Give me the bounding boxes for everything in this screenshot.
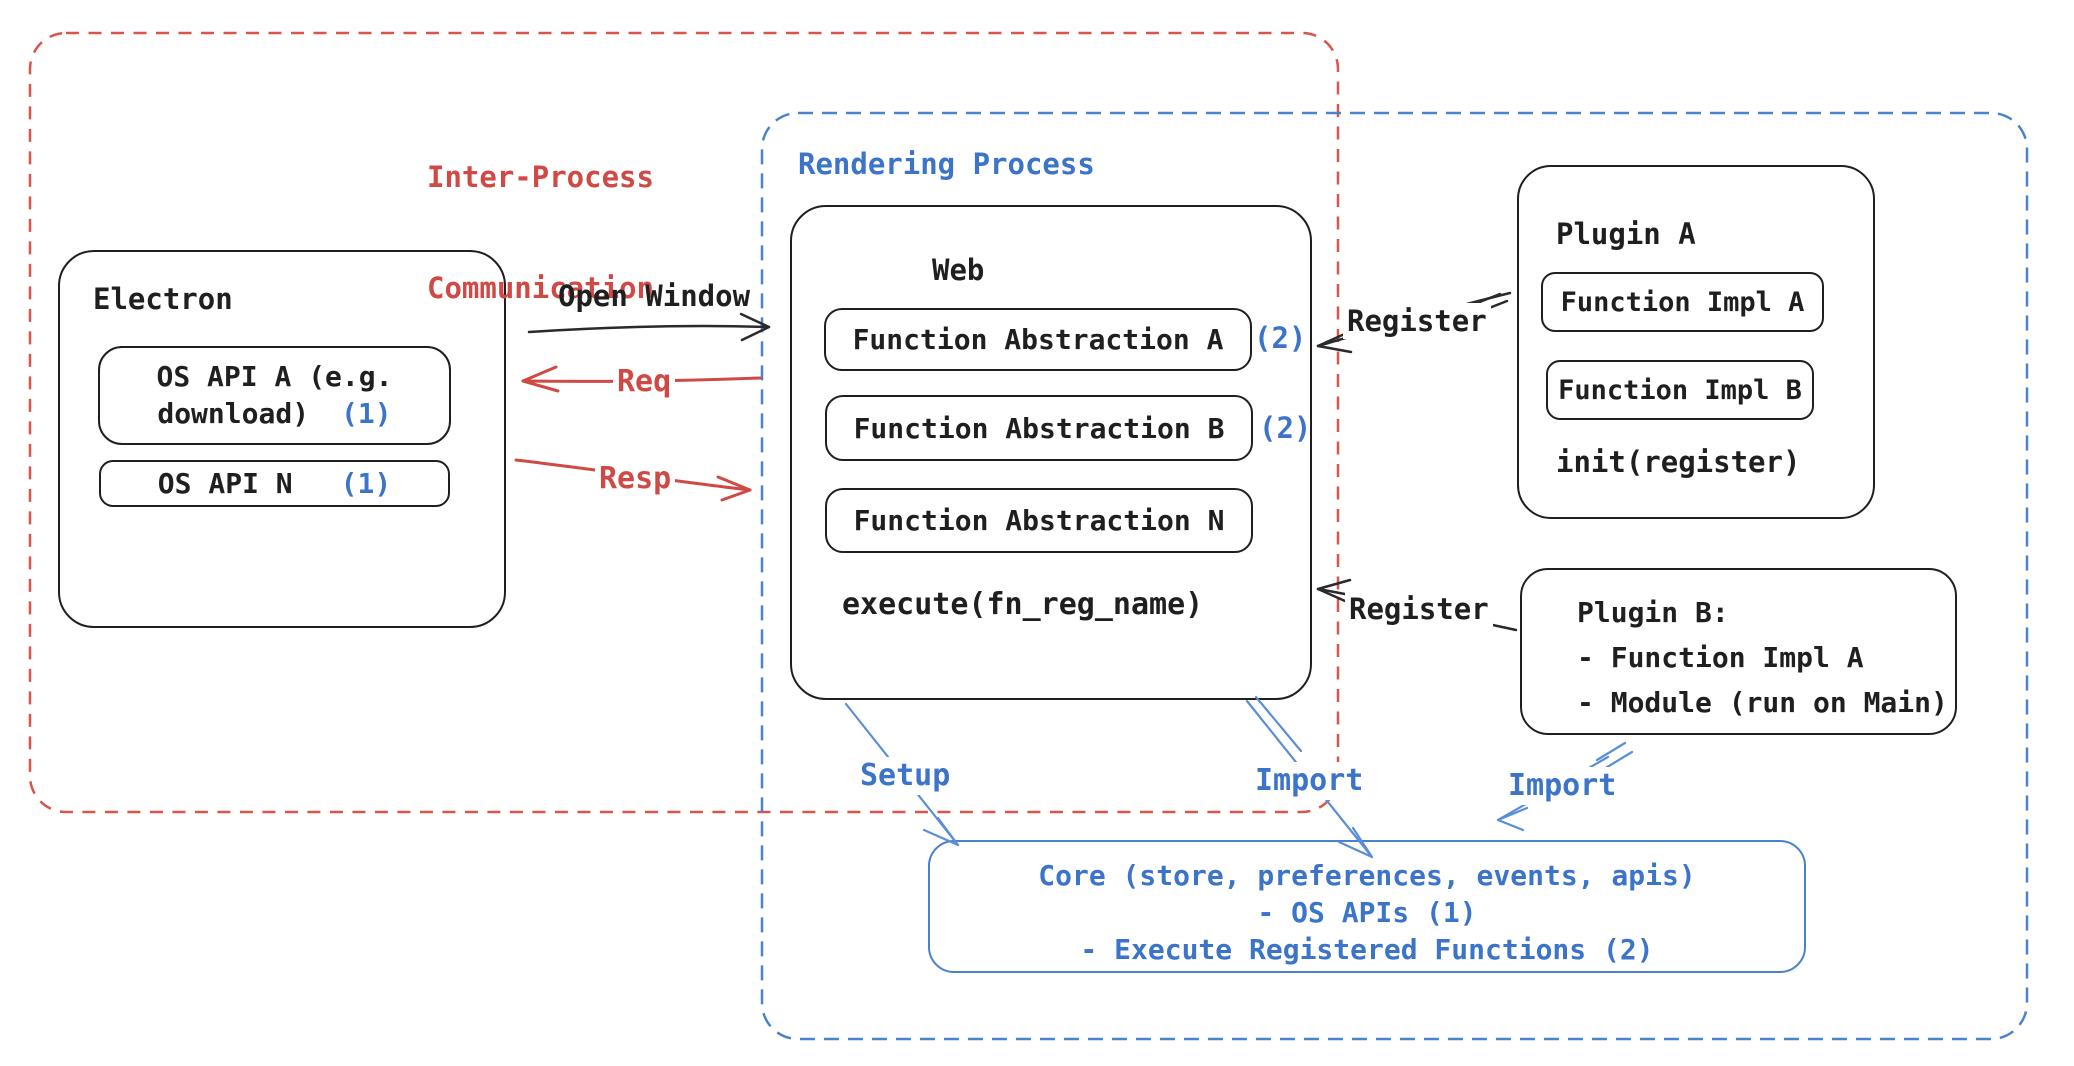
plugin-a-box: Plugin A Function Impl A Function Impl B…	[1517, 165, 1875, 519]
core-line-2: - OS APIs (1)	[1257, 896, 1477, 929]
req-label: Req	[613, 363, 676, 401]
web-title: Web	[932, 253, 985, 287]
function-impl-a-box: Function Impl A	[1541, 272, 1824, 332]
function-abstraction-b-marker: (2)	[1259, 411, 1312, 445]
open-window-arrowhead	[739, 312, 771, 342]
electron-title: Electron	[93, 282, 233, 316]
resp-arrowhead	[716, 475, 752, 502]
register-plugin-b-label: Register	[1345, 591, 1493, 628]
function-abstraction-n-box: Function Abstraction N	[825, 488, 1253, 553]
core-box: Core (store, preferences, events, apis) …	[928, 840, 1806, 973]
plugin-a-title: Plugin A	[1556, 217, 1696, 251]
os-api-n-label: OS API N	[157, 467, 293, 500]
plugin-b-item-module: - Module (run on Main)	[1577, 686, 1948, 719]
function-impl-b-box: Function Impl B	[1546, 360, 1814, 420]
resp-label: Resp	[595, 460, 676, 498]
os-api-a-line2: download)(1)	[157, 396, 392, 430]
execute-call-label: execute(fn_reg_name)	[842, 587, 1204, 622]
core-line-1: Core (store, preferences, events, apis)	[1038, 859, 1696, 892]
os-api-n-marker: (1)	[340, 467, 392, 500]
import-plugin-b-tail-ticks	[1595, 741, 1634, 771]
register-plugin-a-label: Register	[1343, 303, 1491, 340]
open-window-label: Open Window	[558, 279, 751, 313]
function-abstraction-a-box: Function Abstraction A	[824, 308, 1252, 371]
import-plugin-b-arrowhead	[1496, 806, 1529, 832]
ipc-label-line1: Inter-Process	[427, 160, 654, 194]
setup-label: Setup	[856, 757, 955, 795]
plugin-b-box: Plugin B: - Function Impl A - Module (ru…	[1520, 568, 1957, 735]
function-abstraction-b-box: Function Abstraction B	[825, 395, 1253, 461]
core-line-3: - Execute Registered Functions (2)	[1080, 933, 1654, 966]
os-api-a-marker: (1)	[341, 396, 392, 430]
plugin-a-init-label: init(register)	[1556, 445, 1801, 479]
function-abstraction-a-marker: (2)	[1254, 321, 1307, 355]
plugin-b-title: Plugin B:	[1577, 596, 1729, 629]
import-web-label: Import	[1251, 762, 1368, 800]
import-web-arrow-overdraw	[1254, 695, 1303, 753]
plugin-b-item-function-impl-a: - Function Impl A	[1577, 641, 1864, 674]
os-api-a-box: OS API A (e.g. download)(1)	[98, 346, 451, 445]
ipc-label: Inter-Process Communication	[427, 85, 654, 381]
os-api-a-line1: OS API A (e.g.	[156, 360, 393, 394]
os-api-n-box: OS API N (1)	[99, 460, 450, 507]
import-plugin-b-label: Import	[1504, 767, 1621, 805]
rendering-process-label: Rendering Process	[798, 147, 1095, 181]
web-box: Web Function Abstraction A (2) Function …	[790, 205, 1312, 700]
